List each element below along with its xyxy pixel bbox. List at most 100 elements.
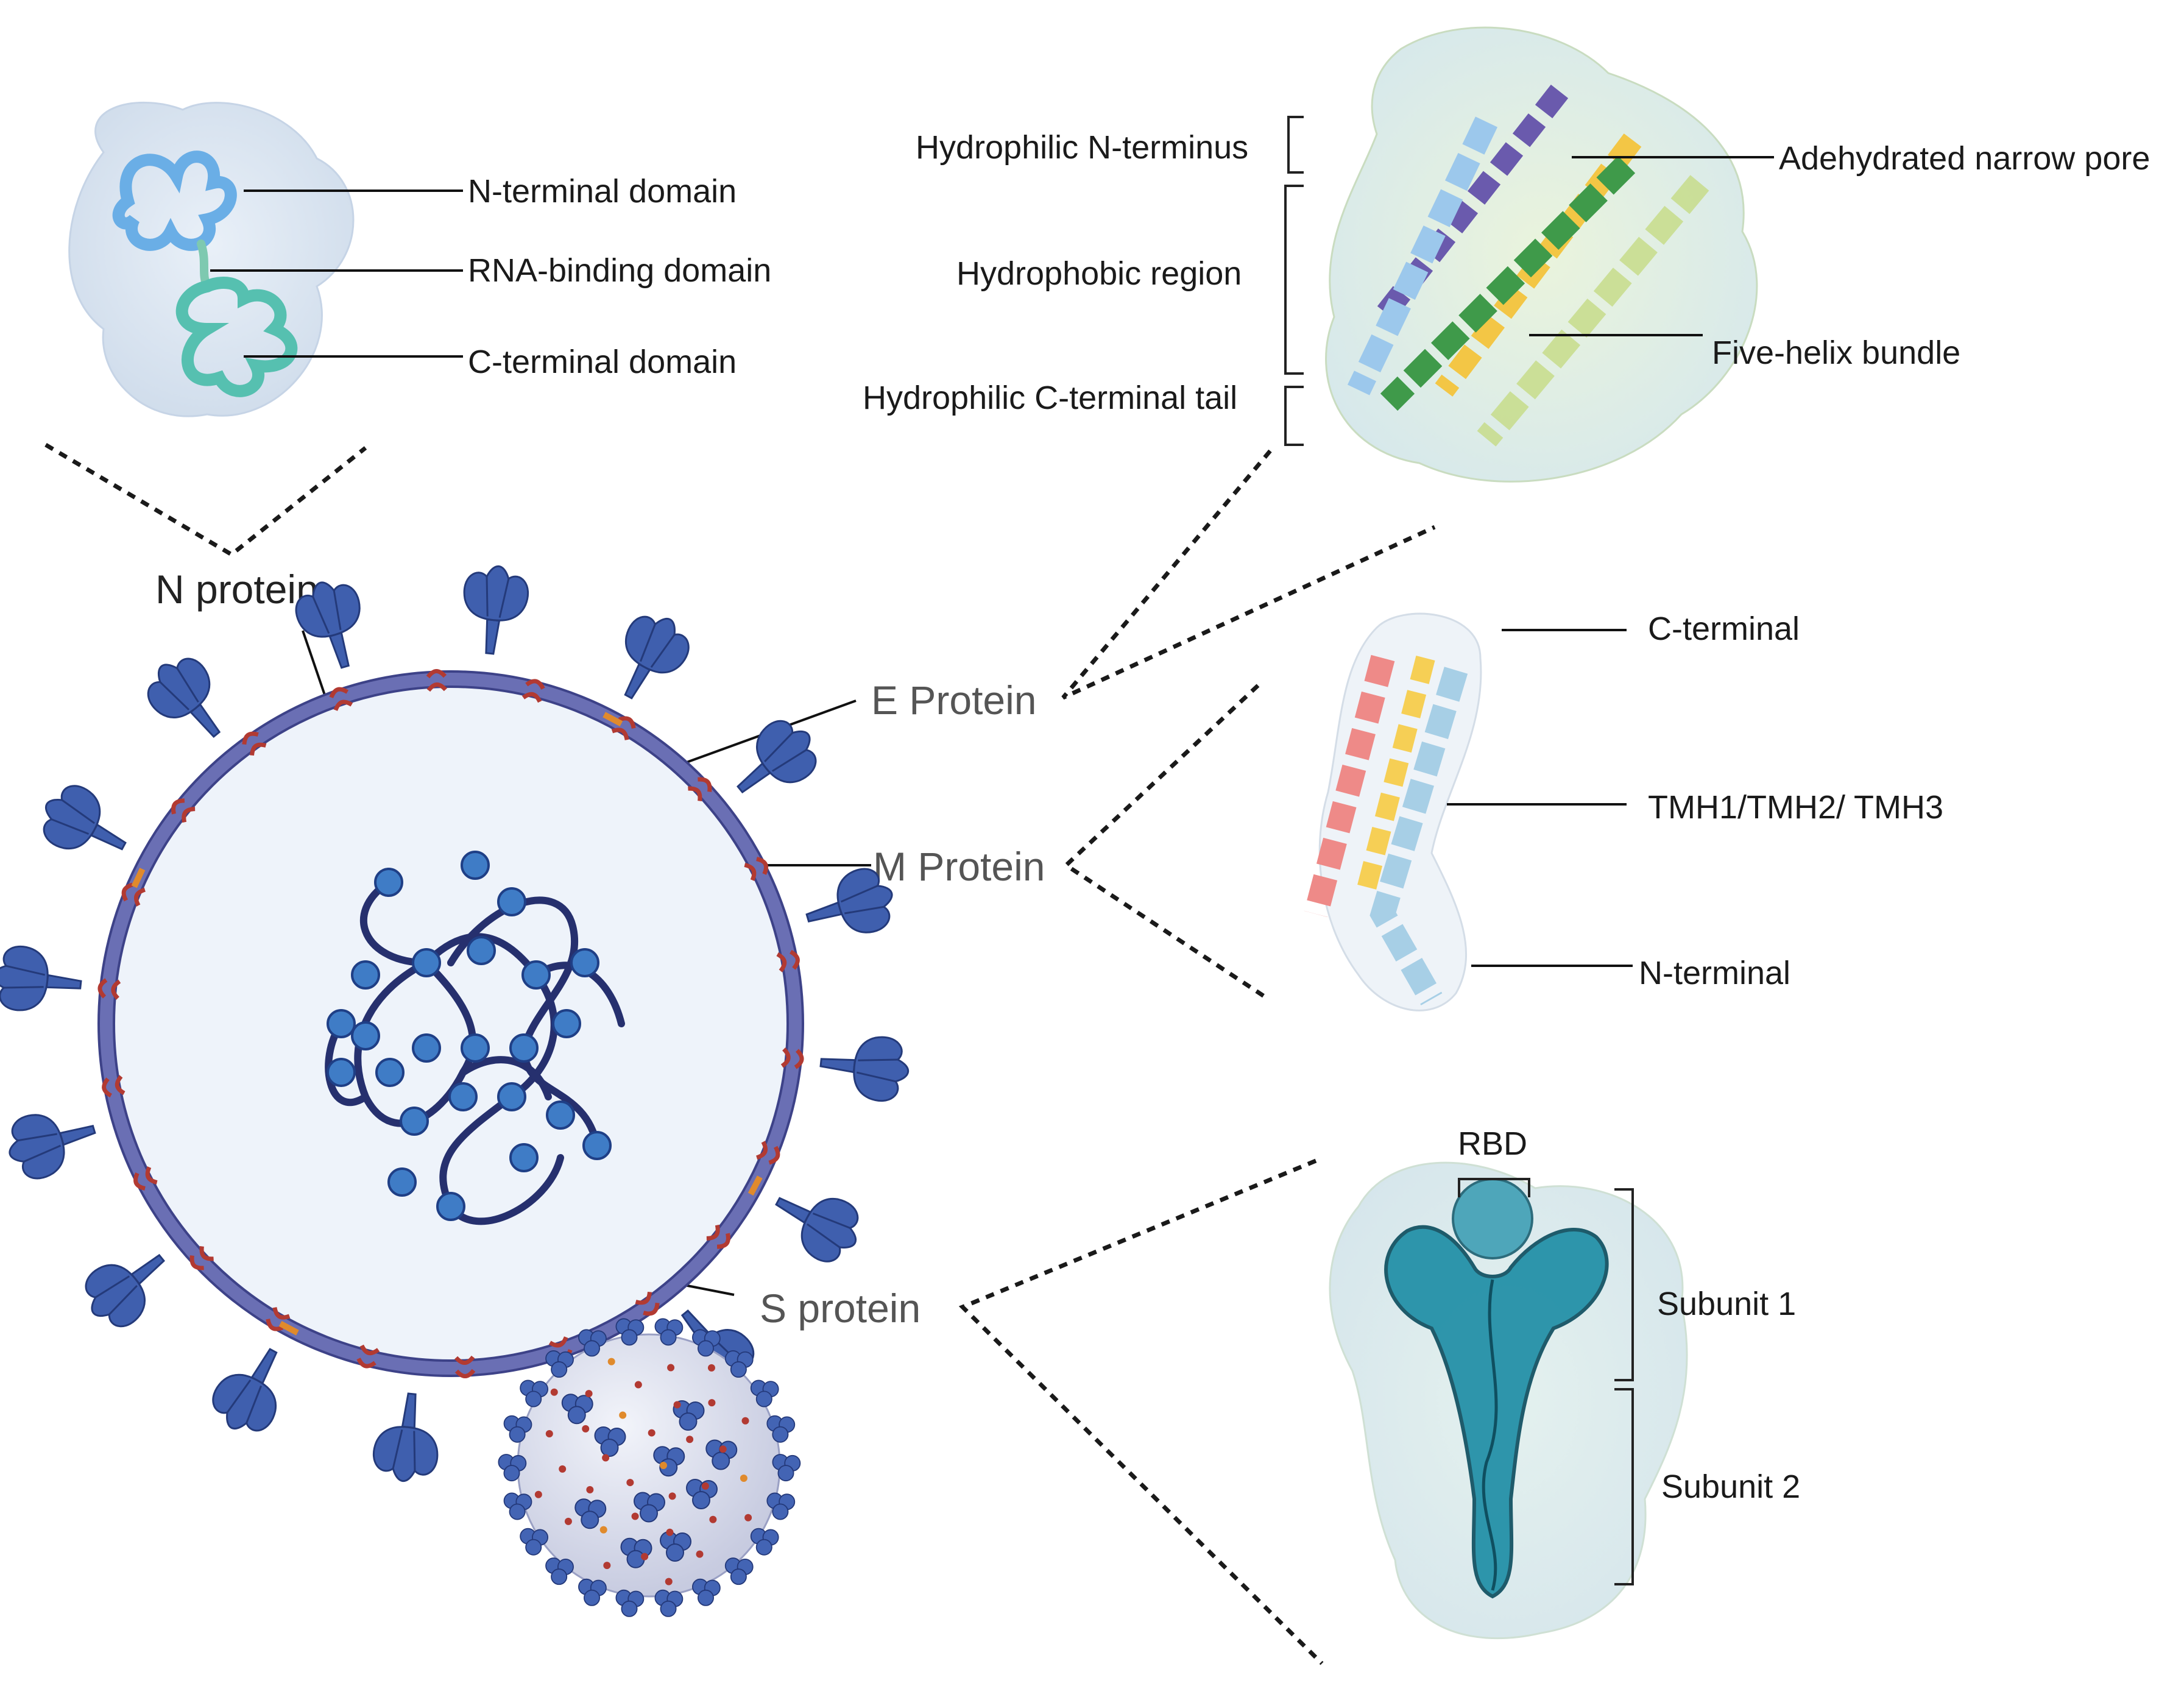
surface-m-protein [707, 1364, 715, 1372]
n-protein-bead [521, 960, 551, 990]
n-protein-bead [497, 887, 526, 916]
five-helix-bundle-label: Five-helix bundle [1712, 335, 1960, 371]
surface-m-protein [545, 1429, 553, 1437]
n-protein-bead [400, 1107, 429, 1136]
n-protein-bead [497, 1082, 526, 1111]
surface-spike-trimer [578, 1578, 607, 1606]
e-protein [603, 712, 623, 727]
e-helix-dark-green [1380, 155, 1636, 411]
e-proteins [131, 712, 763, 1336]
surface-m-protein [668, 1492, 676, 1500]
c-terminal-domain-coil [175, 277, 298, 397]
n-protein-bead [509, 1143, 539, 1172]
e-helix-lime [1477, 175, 1709, 447]
n-terminal-domain-label: N-terminal domain [468, 173, 737, 210]
n-protein-bead [467, 936, 496, 965]
n-protein-bead [327, 1058, 356, 1087]
spike-protein [762, 1172, 871, 1272]
n-protein-bead [552, 1009, 581, 1038]
m-protein-title: M Protein [873, 844, 1045, 889]
surface-m-protein [619, 1411, 627, 1419]
surface-spike-trimer [691, 1578, 721, 1606]
n-protein-bead [375, 1058, 405, 1087]
n-protein-bead [374, 868, 403, 897]
e-protein-structure [1325, 26, 1758, 483]
n-protein-bead [461, 1033, 490, 1063]
n-protein-bead [582, 1131, 612, 1160]
virion-cross-section [0, 562, 913, 1486]
n-protein-structure [68, 102, 355, 417]
n-protein-bead [412, 948, 441, 977]
spike-protein [719, 708, 829, 815]
surface-m-protein [719, 1445, 727, 1453]
c-terminal-domain-label: C-terminal domain [468, 344, 737, 380]
hydrophilic-n-terminus-label: Hydrophilic N-terminus [916, 129, 1248, 166]
surface-m-protein [585, 1390, 593, 1398]
n-protein-bead [387, 1167, 417, 1197]
subunit-1-label: Subunit 1 [1657, 1286, 1796, 1322]
rbd-head [1452, 1178, 1533, 1259]
surface-m-protein [648, 1429, 656, 1437]
m-n-terminal-label: N-terminal [1639, 955, 1790, 991]
m-helix-yellow [1355, 656, 1435, 898]
rbd-label: RBD [1458, 1125, 1527, 1162]
m-c-terminal-label: C-terminal [1648, 611, 1800, 647]
surface-m-protein [582, 1425, 590, 1433]
surface-m-protein [586, 1486, 594, 1493]
rna-binding-domain-label: RNA-binding domain [468, 252, 771, 289]
surface-m-protein [631, 1512, 639, 1520]
spike-protein [135, 645, 242, 756]
s-protein-title: S protein [760, 1286, 921, 1331]
surface-m-protein [602, 1454, 610, 1462]
surface-m-protein [701, 1482, 709, 1490]
tmh-label: TMH1/TMH2/ TMH3 [1648, 789, 1943, 826]
surface-spike-trimer [750, 1528, 779, 1556]
narrow-pore-label: Adehydrated narrow pore [1779, 140, 2150, 177]
spike-protein [0, 943, 85, 1018]
surface-m-protein [599, 1526, 607, 1534]
surface-spike-trimer [615, 1589, 645, 1617]
surface-m-protein [534, 1490, 542, 1498]
n-protein-bead [351, 1021, 380, 1050]
rna-binding-linker [197, 239, 211, 291]
e-protein [747, 1175, 763, 1196]
n-protein-bead [546, 1100, 575, 1130]
surface-m-protein [673, 1401, 681, 1409]
spike-protein [0, 1097, 104, 1186]
surface-m-protein [626, 1479, 634, 1487]
e-protein [278, 1320, 299, 1336]
surface-m-protein [686, 1436, 694, 1443]
surface-m-protein [659, 1462, 667, 1469]
n-protein-bead [327, 1009, 356, 1038]
surface-m-protein [564, 1517, 572, 1525]
n-terminal-domain-coil [112, 151, 237, 251]
virion-lumen [113, 685, 789, 1362]
subunit-2-label: Subunit 2 [1661, 1468, 1800, 1505]
virion-3d-rendering [498, 1318, 801, 1617]
n-protein-bead [509, 1033, 539, 1063]
surface-m-protein [666, 1528, 674, 1536]
e-protein [131, 868, 146, 888]
surface-m-protein [550, 1388, 558, 1396]
n-protein-bead [412, 1033, 441, 1063]
surface-m-protein [603, 1562, 611, 1570]
surface-m-protein [741, 1417, 749, 1425]
surface-m-protein [634, 1381, 642, 1389]
spike-protein [457, 562, 532, 658]
m-helix-red [1304, 654, 1395, 918]
spike-protein [816, 1030, 913, 1105]
n-protein-bead [448, 1082, 478, 1111]
e-protein-title: E Protein [871, 678, 1036, 723]
surface-m-protein [641, 1553, 649, 1560]
hydrophilic-c-terminal-tail-label: Hydrophilic C-terminal tail [863, 380, 1237, 416]
surface-m-protein [665, 1578, 673, 1585]
surface-spike-trimer [724, 1557, 754, 1585]
e-helix-light-blue [1347, 116, 1498, 395]
s-protein-structure [1329, 1161, 1688, 1640]
m-protein-structure [1304, 612, 1482, 1011]
surface-m-protein [696, 1550, 704, 1558]
surface-spike-trimer [766, 1492, 796, 1520]
n-protein-bead [570, 948, 599, 977]
surface-m-protein [709, 1515, 717, 1523]
